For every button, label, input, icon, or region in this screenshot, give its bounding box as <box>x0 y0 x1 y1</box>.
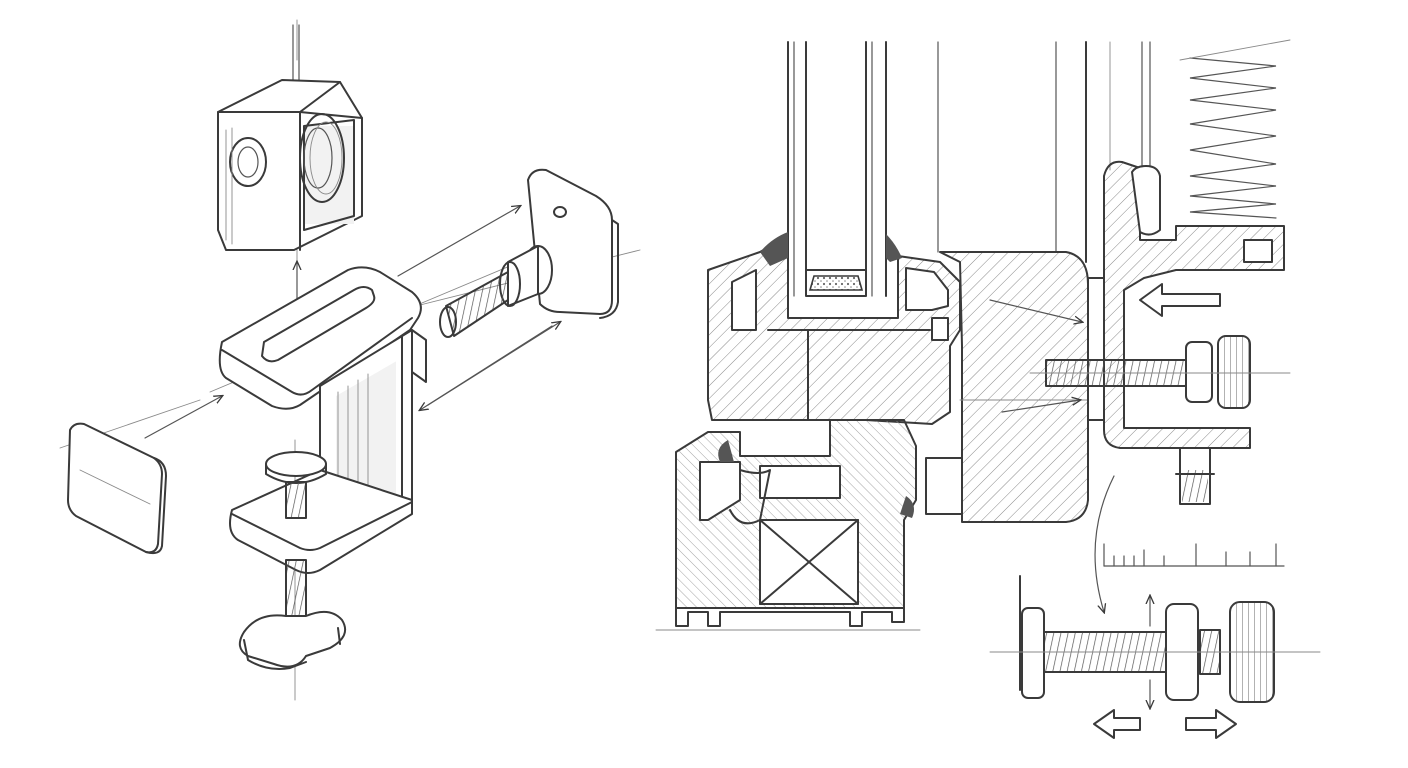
pulley-wheel <box>299 113 345 203</box>
pulley-block <box>217 24 363 251</box>
hollow-arrow-icon <box>1139 283 1221 317</box>
arrow-icon <box>427 322 560 406</box>
pressure-pad <box>265 451 327 477</box>
clamp-slot <box>261 286 376 363</box>
cable-clamp <box>1131 165 1161 236</box>
bolt-detail-view <box>989 575 1321 739</box>
arrow-icon <box>989 299 1082 322</box>
adjustment-bolt <box>1029 335 1291 409</box>
frame-block <box>925 251 1091 523</box>
end-cap <box>67 422 167 555</box>
arrow-icon <box>1094 475 1115 612</box>
arrow-icon <box>144 396 222 439</box>
spacer-bar <box>805 269 867 297</box>
outer-frame-profile <box>655 419 921 631</box>
spring <box>1189 57 1277 219</box>
arrow-icon <box>1001 400 1080 413</box>
exploded-clamp-assembly <box>59 19 641 701</box>
hollow-arrow-icon <box>1093 709 1141 739</box>
window-frame-section <box>655 39 1321 739</box>
plate-hole <box>553 206 567 218</box>
c-clamp-body <box>218 266 427 574</box>
knurled-knob <box>1217 335 1251 409</box>
wing-knob <box>238 610 346 668</box>
fastener-bracket <box>1087 160 1285 505</box>
sash-profile <box>707 232 961 425</box>
clamp-screw <box>238 451 346 670</box>
scale-ruler <box>1103 543 1285 567</box>
pulley-bore <box>229 137 267 187</box>
hollow-arrow-icon <box>1185 709 1237 739</box>
bolt-with-plate <box>439 168 619 338</box>
arrow-icon <box>397 206 520 277</box>
